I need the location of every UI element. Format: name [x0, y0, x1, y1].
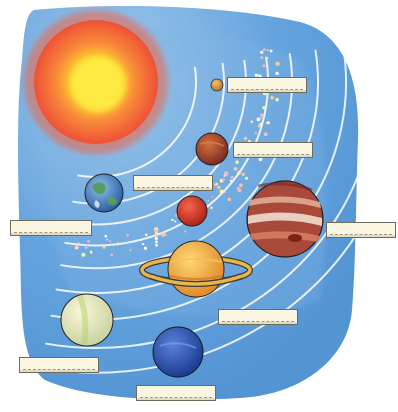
asteroid: [228, 198, 231, 201]
asteroid: [212, 196, 214, 198]
asteroid: [144, 247, 147, 250]
asteroid: [237, 171, 241, 175]
asteroid: [263, 48, 266, 51]
label-box-mercury[interactable]: [227, 77, 307, 93]
asteroid: [257, 118, 261, 122]
asteroid: [260, 51, 263, 54]
asteroid: [215, 183, 218, 186]
planet-venus: [196, 133, 228, 165]
planet-uranus: [61, 294, 113, 346]
asteroid: [126, 234, 129, 237]
asteroid: [264, 132, 268, 136]
asteroid: [104, 235, 107, 238]
planet-mars: [177, 196, 207, 226]
asteroid: [155, 234, 158, 237]
asteroid: [103, 246, 106, 249]
asteroid: [110, 254, 113, 257]
asteroid: [263, 64, 266, 67]
asteroid: [107, 239, 109, 241]
asteroid: [242, 173, 245, 176]
asteroid: [207, 200, 209, 202]
asteroid: [239, 184, 243, 188]
planet-jupiter: [247, 181, 323, 257]
asteroid: [250, 121, 253, 124]
asteroid: [270, 50, 273, 53]
asteroid: [171, 219, 173, 221]
label-box-jupiter[interactable]: [326, 222, 396, 238]
label-box-saturn[interactable]: [218, 309, 298, 325]
asteroid: [244, 137, 247, 140]
asteroid: [220, 190, 224, 194]
asteroid: [142, 243, 144, 245]
asteroid: [277, 73, 279, 75]
asteroid: [266, 57, 268, 59]
label-box-mars[interactable]: [10, 220, 92, 236]
asteroid: [260, 117, 262, 119]
asteroid: [224, 191, 226, 193]
asteroid: [234, 167, 238, 171]
asteroid: [275, 98, 278, 101]
asteroid: [78, 242, 80, 244]
asteroid: [155, 237, 158, 240]
asteroid: [217, 186, 220, 189]
asteroid: [275, 62, 279, 66]
asteroid: [262, 106, 265, 109]
asteroid: [174, 220, 176, 222]
label-box-uranus[interactable]: [19, 357, 99, 373]
asteroid: [235, 161, 238, 164]
label-box-neptune[interactable]: [136, 385, 216, 401]
asteroid: [81, 253, 85, 257]
planet-neptune: [153, 327, 203, 377]
asteroid: [109, 240, 111, 242]
asteroid: [76, 247, 78, 249]
asteroid: [267, 49, 269, 51]
asteroid: [224, 171, 228, 175]
asteroid: [261, 56, 264, 59]
planet-mercury: [211, 79, 223, 91]
asteroid: [230, 180, 232, 182]
asteroid: [270, 96, 274, 100]
label-box-earth[interactable]: [133, 175, 213, 191]
asteroid: [231, 176, 234, 179]
asteroid: [161, 233, 165, 237]
asteroid: [87, 240, 90, 243]
asteroid: [245, 177, 248, 180]
asteroid: [210, 207, 213, 210]
planet-earth: [85, 174, 123, 212]
asteroid: [258, 125, 261, 128]
asteroid: [90, 251, 93, 254]
asteroid: [267, 121, 269, 123]
asteroid: [130, 249, 132, 251]
asteroid: [184, 230, 186, 232]
asteroid: [255, 132, 257, 134]
asteroid: [155, 244, 158, 247]
asteroid: [260, 114, 264, 118]
asteroid: [238, 188, 242, 192]
asteroid: [145, 234, 148, 237]
asteroid: [111, 243, 113, 245]
label-box-venus[interactable]: [233, 142, 313, 158]
asteroid: [85, 246, 88, 249]
asteroid: [155, 240, 158, 243]
asteroid: [222, 178, 225, 181]
sun: [24, 10, 168, 154]
asteroid: [117, 242, 119, 244]
asteroid: [180, 223, 182, 225]
asteroid: [86, 245, 88, 247]
